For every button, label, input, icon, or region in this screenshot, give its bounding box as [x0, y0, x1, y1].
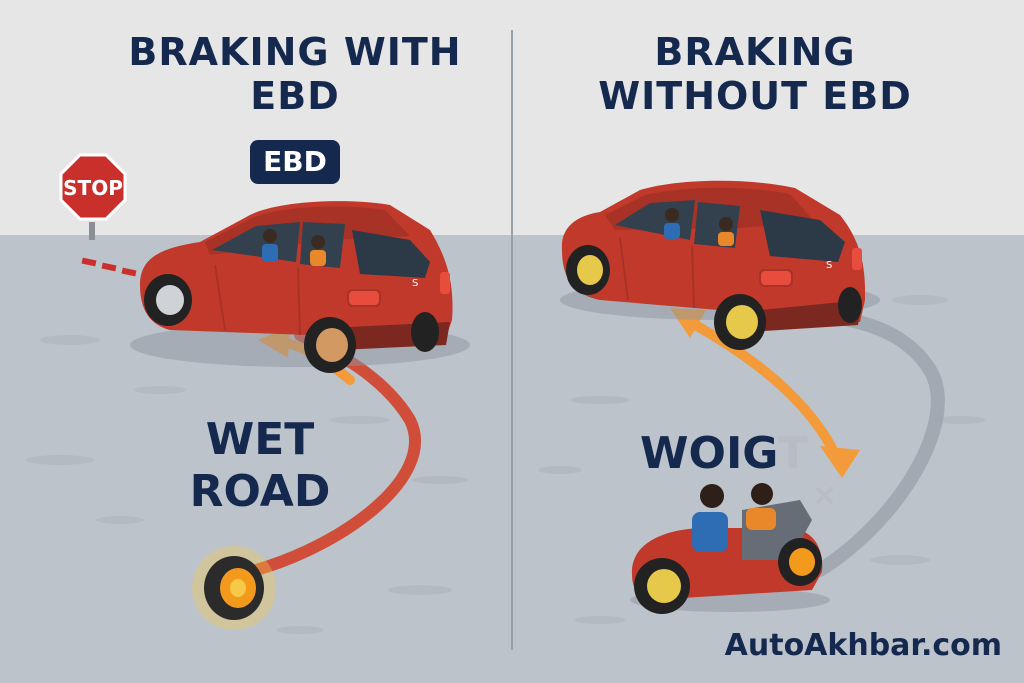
small-open-car: [630, 483, 830, 614]
arrow-right-head-down: [820, 446, 860, 478]
car-right-logo: S: [826, 260, 832, 271]
wet-road-line1: WET: [205, 414, 315, 465]
weight-label: WOIGT: [640, 428, 840, 480]
skid-trail-right: [813, 308, 945, 577]
car-right: [560, 180, 880, 350]
stop-line: [81, 257, 137, 277]
arrow-right-shaft: [685, 317, 837, 453]
weight-label-main: WOIG: [640, 428, 778, 479]
weight-label-faded: T: [777, 428, 808, 479]
wet-road-line2: ROAD: [189, 466, 331, 517]
loose-wheel: [192, 546, 276, 630]
stop-sign: [59, 153, 127, 240]
car-left: [130, 201, 470, 373]
wet-road-label: WET ROAD: [160, 414, 360, 518]
ebd-badge: EBD: [250, 140, 340, 184]
wet-puddles: [26, 295, 986, 634]
title-with-ebd: BRAKING WITH EBD: [128, 30, 462, 118]
title-without-ebd: BRAKING WITHOUT EBD: [598, 30, 912, 118]
stop-sign-text: STOP: [63, 176, 123, 200]
faded-x-mark: ×: [812, 478, 837, 513]
car-left-logo: S: [412, 278, 418, 289]
watermark: AutoAkhbar.com: [724, 628, 1002, 663]
